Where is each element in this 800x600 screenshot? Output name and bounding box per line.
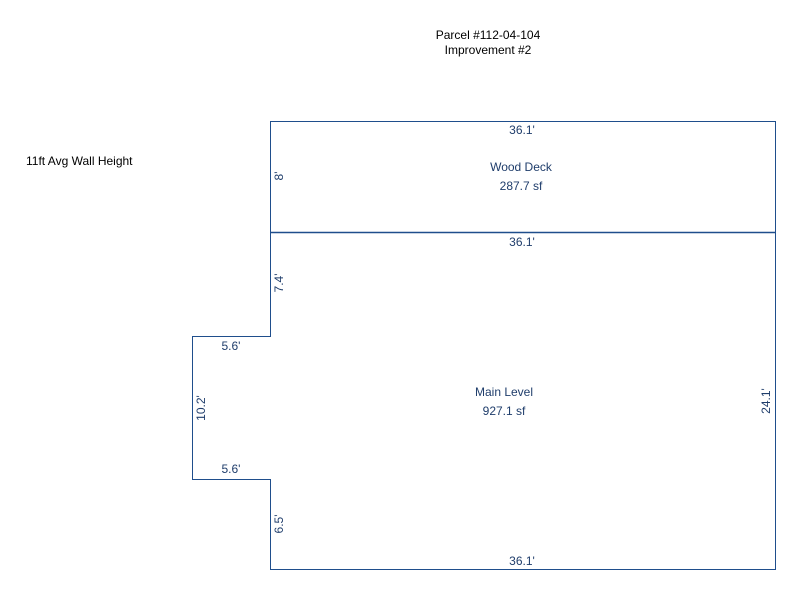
main-bottom-dimension: 36.1' bbox=[509, 554, 535, 568]
jog-lower-dimension: 5.6' bbox=[222, 462, 241, 476]
main-level-area: 927.1 sf bbox=[483, 404, 526, 418]
diagram-header: Parcel #112-04-104 Improvement #2 bbox=[0, 28, 800, 58]
deck-area: 287.7 sf bbox=[500, 179, 543, 193]
deck-name: Wood Deck bbox=[490, 160, 553, 174]
main-left-lower-dimension: 6.5' bbox=[272, 515, 286, 534]
main-level-name: Main Level bbox=[475, 385, 533, 399]
deck-top-dimension: 36.1' bbox=[509, 123, 535, 137]
wood-deck-outline bbox=[270, 121, 776, 233]
wall-height-note: 11ft Avg Wall Height bbox=[26, 154, 133, 168]
deck-side-dimension: 8' bbox=[272, 172, 286, 181]
main-right-dimension: 24.1' bbox=[759, 388, 773, 414]
jog-side-dimension: 10.2' bbox=[194, 395, 208, 421]
main-left-upper-dimension: 7.4' bbox=[272, 274, 286, 293]
parcel-number: Parcel #112-04-104 bbox=[435, 28, 541, 42]
main-top-dimension: 36.1' bbox=[509, 235, 535, 249]
improvement-number: Improvement #2 bbox=[444, 43, 532, 57]
main-level-outline bbox=[192, 232, 776, 570]
jog-upper-dimension: 5.6' bbox=[222, 339, 241, 353]
